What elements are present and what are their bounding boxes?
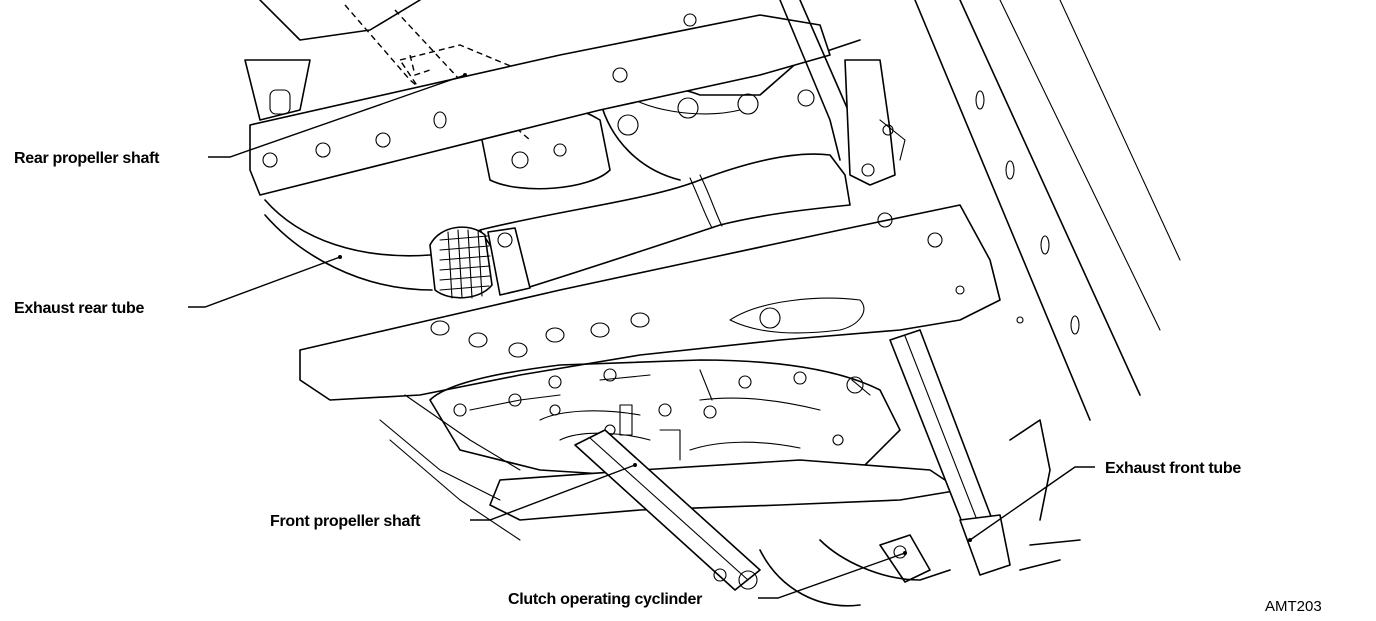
leader-clutch-operating-cylinder [758, 552, 906, 599]
label-exhaust-rear-tube: Exhaust rear tube [14, 300, 144, 317]
exhaust-rear-tube [264, 153, 851, 299]
leader-rear-propeller-shaft [208, 74, 466, 158]
flex-joint-mesh [439, 229, 491, 299]
lower-transmission-case [429, 359, 901, 481]
leader-exhaust-front-tube [969, 466, 1095, 541]
label-rear-propeller-shaft: Rear propeller shaft [14, 150, 160, 167]
exhaust-hanger [779, 0, 906, 186]
figure-code: AMT203 [1265, 598, 1322, 615]
right-body-panel [914, 0, 1181, 421]
main-crossmember [299, 204, 1001, 401]
exhaust-front-tube [889, 329, 1081, 576]
leader-front-propeller-shaft [470, 464, 636, 521]
label-clutch-operating-cylinder: Clutch operating cyclinder [508, 591, 702, 608]
label-front-propeller-shaft: Front propeller shaft [270, 513, 421, 530]
transmission-housing [244, 0, 861, 190]
label-exhaust-front-tube: Exhaust front tube [1105, 460, 1241, 477]
clutch-operating-cylinder [713, 534, 951, 607]
upper-crossmember [249, 13, 831, 196]
leader-lines [188, 73, 1095, 599]
leader-exhaust-rear-tube [188, 256, 341, 308]
